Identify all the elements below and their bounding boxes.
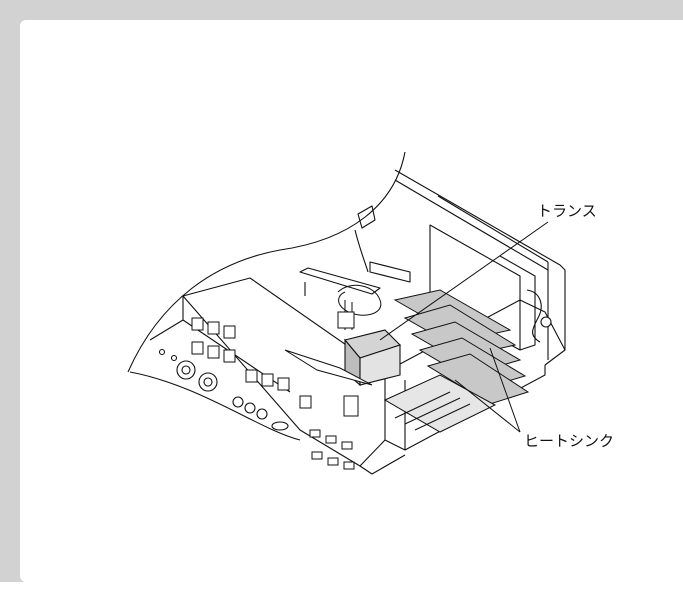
rear-ports (309, 429, 355, 470)
cutaway-edge (127, 151, 406, 373)
display-strip (284, 349, 373, 386)
transformer-block (344, 329, 402, 387)
side-cable (526, 289, 552, 343)
rear-wall (394, 169, 566, 366)
front-buttons (191, 317, 359, 417)
heatsink-label: ヒートシンク (524, 432, 614, 450)
figure-panel (20, 20, 683, 582)
transformer-label: トランス (537, 202, 597, 220)
heatsink-fins (393, 289, 530, 405)
pcb-board (383, 374, 497, 433)
panel-bottom-edge (0, 582, 683, 591)
cable-bundle (337, 284, 382, 330)
front-knobs (158, 348, 289, 431)
leader-lines (379, 221, 549, 433)
